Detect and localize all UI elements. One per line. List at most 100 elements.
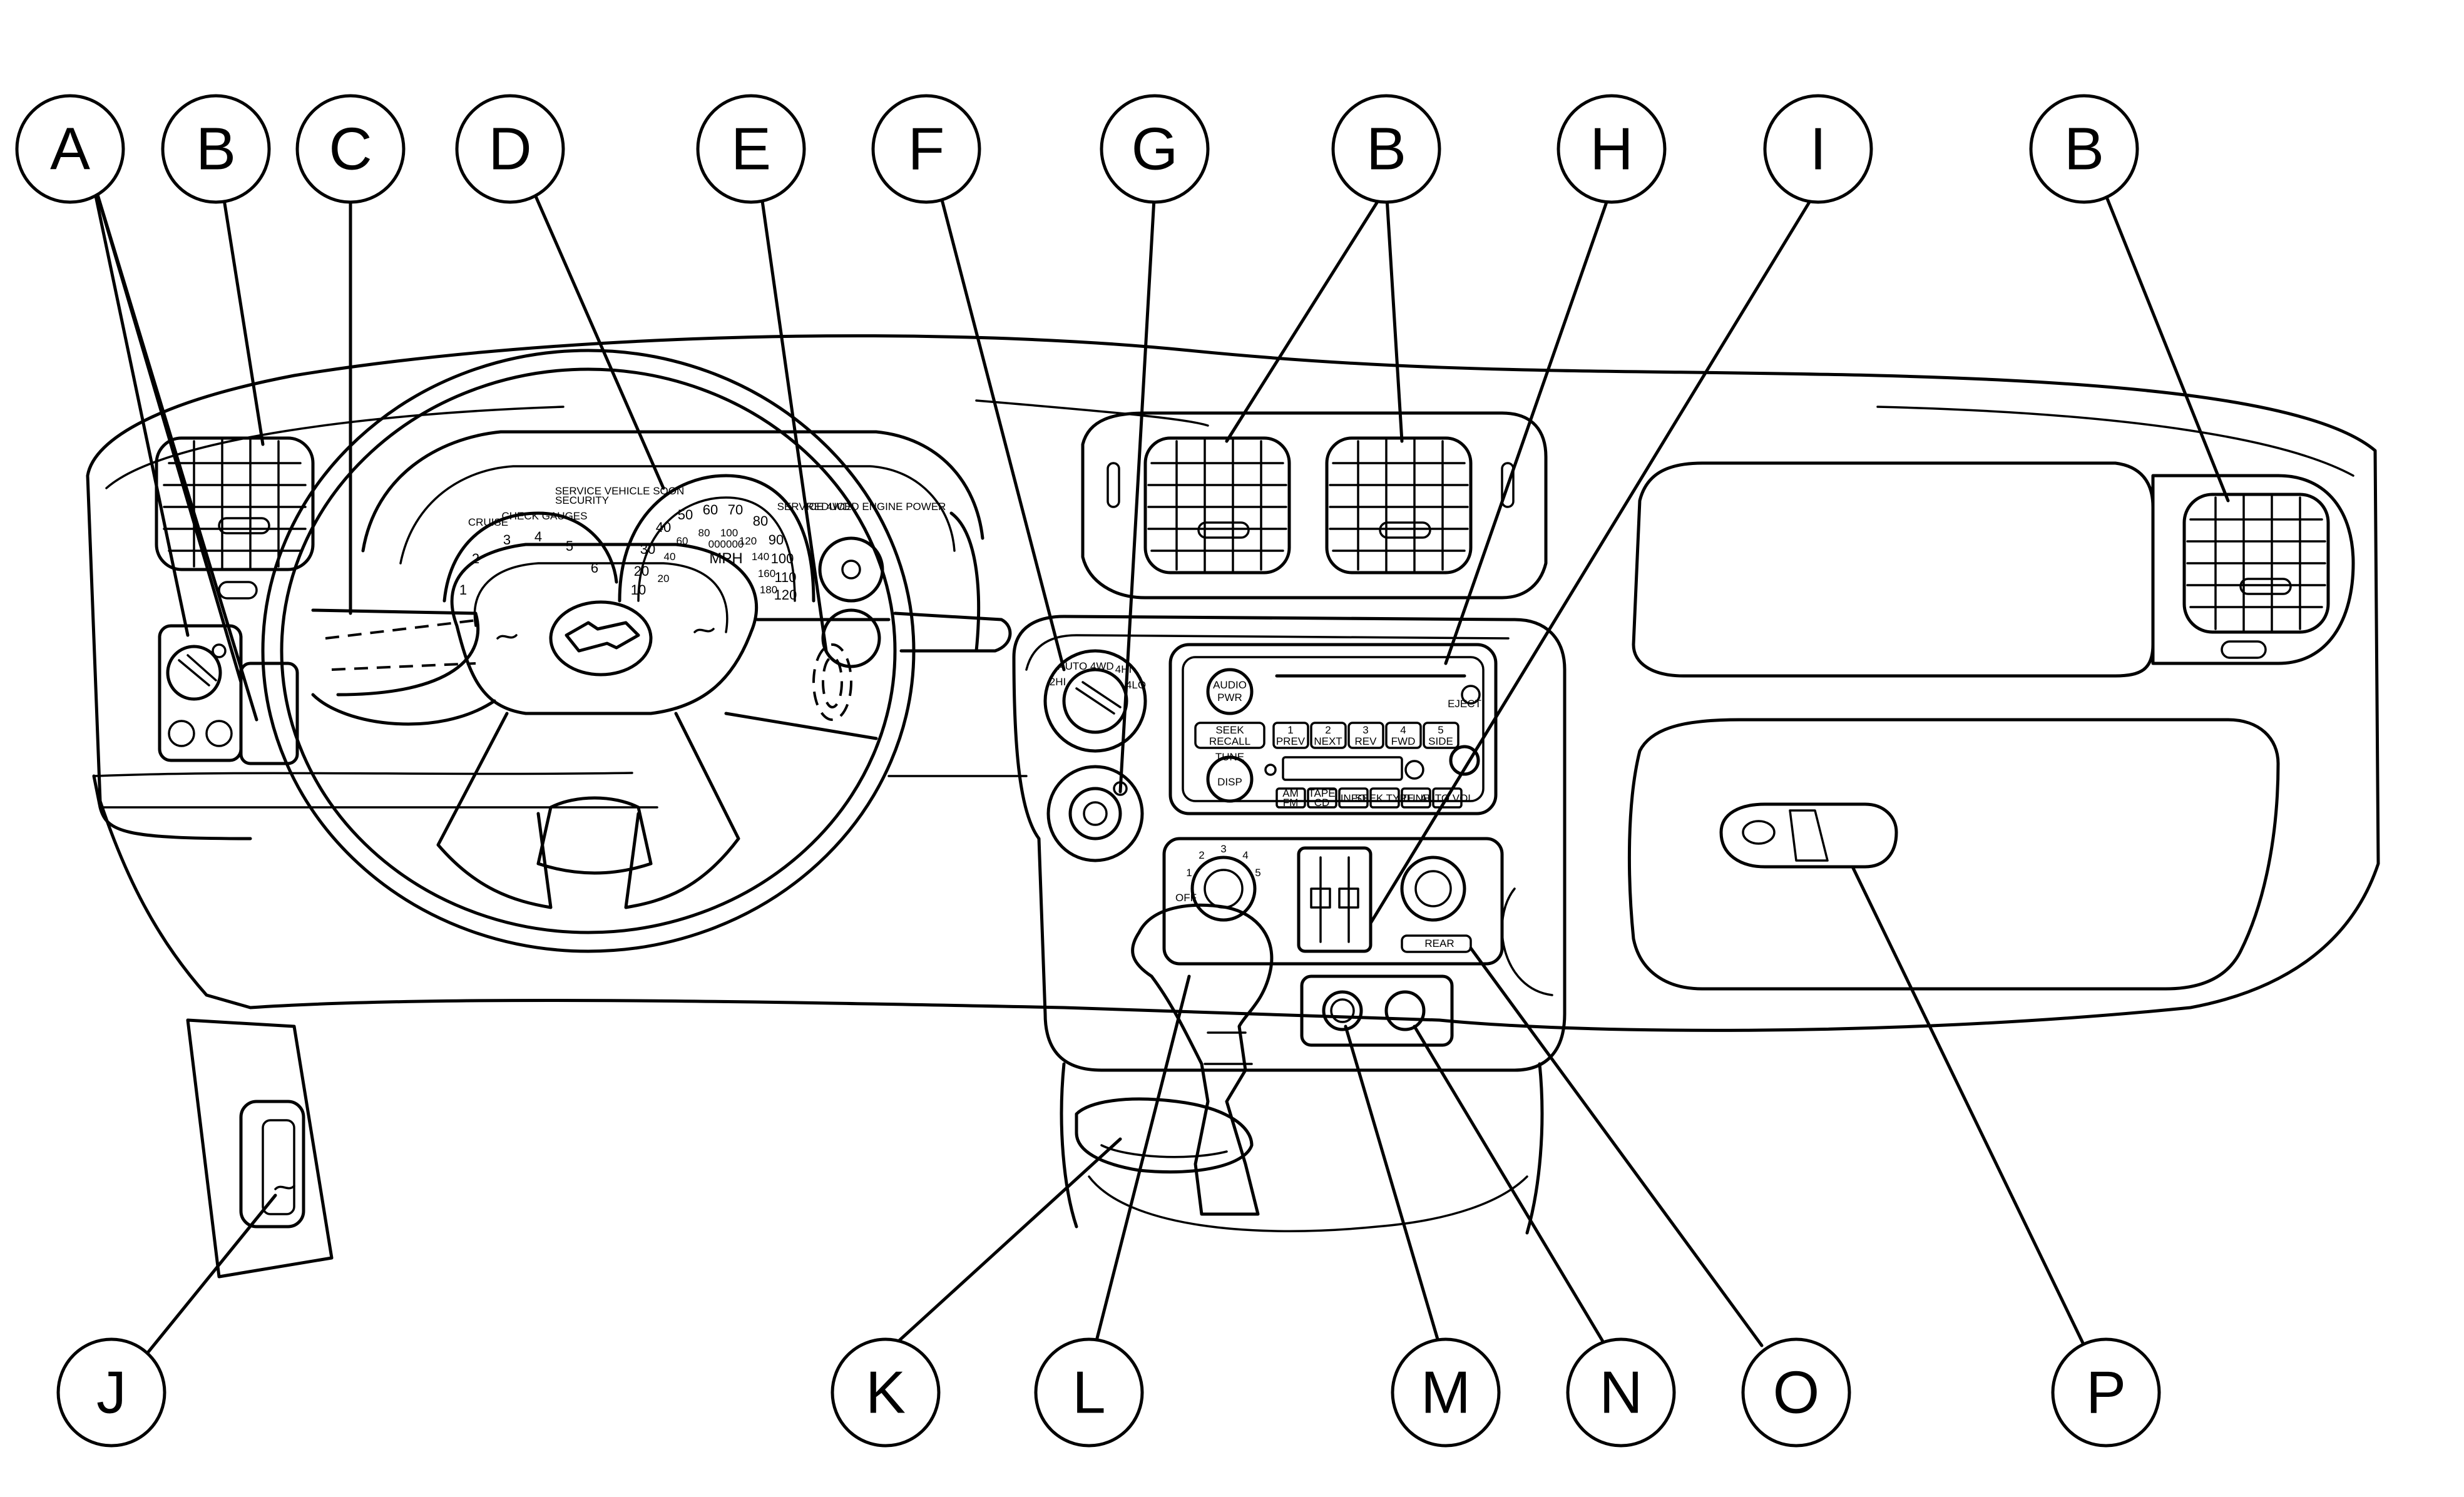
transfer-case-switch: 2HI AUTO 4WD 4HI 4LO (1043, 649, 1147, 753)
leader-n (1413, 1024, 1607, 1347)
callout-f-letter: F (908, 116, 945, 183)
leader-b-right (2101, 186, 2230, 503)
leader-g (1118, 186, 1157, 794)
leader-h (1444, 186, 1613, 665)
speed-inner-tick-120: 120 (739, 535, 757, 547)
callout-h: H (1557, 94, 1667, 204)
callout-f: F (871, 94, 981, 204)
callout-n: N (1566, 1337, 1676, 1448)
leader-i (1369, 186, 1820, 925)
preset-1-sub: PREV (1276, 735, 1306, 747)
radio-unit: AUDIO PWR EJECT SEEK RECALL 1 PREV 2 NEX… (1168, 643, 1498, 815)
radio-audio-label: AUDIO (1213, 679, 1247, 691)
passenger-display-panel (1632, 461, 2155, 678)
callout-j: J (56, 1337, 166, 1448)
callout-g: G (1100, 94, 1210, 204)
callout-l-letter: L (1072, 1359, 1105, 1426)
speed-inner-tick-140: 140 (752, 551, 769, 563)
callout-a-letter: A (50, 116, 90, 183)
callout-b-center: B (1331, 94, 1441, 204)
callout-c: C (295, 94, 406, 204)
leader-a-1 (89, 170, 190, 637)
speed-tick-70: 70 (728, 502, 743, 518)
leader-m (1344, 1024, 1441, 1347)
headlamp-switch-panel (158, 624, 299, 765)
callout-m-letter: M (1421, 1359, 1471, 1426)
radio-tune-label: TUNE (1215, 751, 1244, 763)
fan-off-label: OFF (1175, 892, 1197, 904)
center-console (1012, 615, 1567, 1235)
tach-tick-3: 3 (503, 532, 511, 548)
callout-k-letter: K (866, 1359, 906, 1426)
callout-p: P (2051, 1337, 2161, 1448)
transfer-4lo-label: 4LO (1126, 679, 1146, 691)
speed-tick-60: 60 (703, 502, 718, 518)
callout-o-letter: O (1773, 1359, 1820, 1426)
speed-unit-label: MPH (709, 550, 742, 567)
callout-b-left: B (161, 94, 271, 204)
center-right-air-vent (1325, 436, 1473, 575)
radio-info-label: INFO (1341, 792, 1366, 804)
callout-k: K (831, 1337, 941, 1448)
ignition-switch (1046, 765, 1144, 862)
radio-disp-label: DISP (1217, 776, 1242, 788)
preset-2-label: 2 (1325, 724, 1331, 736)
callout-b-center-letter: B (1366, 116, 1406, 183)
speed-inner-tick-20: 20 (658, 573, 670, 585)
leader-a-3 (89, 170, 258, 722)
radio-tape-label: TAPE (1308, 787, 1335, 799)
radio-seek-label: SEEK (1215, 724, 1244, 736)
callout-n-letter: N (1599, 1359, 1642, 1426)
speed-tick-50: 50 (678, 507, 693, 523)
speed-tick-120: 120 (774, 587, 797, 603)
speed-inner-tick-100: 100 (720, 527, 738, 539)
center-left-air-vent (1143, 436, 1291, 575)
rear-defog-label: REAR (1424, 938, 1454, 949)
callout-e: E (696, 94, 806, 204)
callouts: A B C D E F G B H I B J K L M N O P (15, 94, 2161, 1448)
fan-tick-4: 4 (1242, 849, 1248, 861)
speed-tick-90: 90 (769, 532, 784, 548)
speed-tick-30: 30 (640, 541, 655, 557)
check-gauges-indicator-label: CHECK GAUGES (502, 510, 588, 522)
leader-f (937, 186, 1066, 672)
steering-wheel (261, 349, 916, 953)
leader-l (1093, 974, 1191, 1347)
reduced-engine-power-label: REDUCED ENGINE POWER (807, 501, 946, 513)
speed-tick-20: 20 (634, 563, 649, 579)
callout-i: I (1763, 94, 1873, 204)
leader-k (871, 1137, 1122, 1366)
radio-eject-label: EJECT (1448, 698, 1481, 710)
speed-inner-tick-60: 60 (677, 535, 688, 547)
tach-tick-6: 6 (591, 560, 598, 576)
radio-am-label: AM (1282, 787, 1299, 799)
radio-preset-buttons: 1 PREV 2 NEXT 3 REV 4 FWD 5 SIDE (1272, 722, 1459, 749)
callout-i-letter: I (1810, 116, 1827, 183)
callout-e-letter: E (731, 116, 771, 183)
transfer-4hi-label: 4HI (1115, 663, 1132, 675)
leader-b-left (220, 186, 265, 446)
fan-tick-2: 2 (1199, 849, 1204, 861)
preset-3-label: 3 (1362, 724, 1368, 736)
speed-inner-tick-160: 160 (758, 568, 775, 580)
leader-e (759, 186, 828, 653)
fan-ticks: 1 2 3 4 5 OFF (1175, 843, 1261, 904)
preset-5-label: 5 (1438, 724, 1443, 736)
hood-release-panel (186, 1018, 334, 1279)
preset-3-sub: REV (1355, 735, 1378, 747)
service-vehicle-soon-label: SERVICE VEHICLE SOON (555, 485, 685, 497)
preset-2-sub: NEXT (1314, 735, 1342, 747)
preset-1-label: 1 (1287, 724, 1293, 736)
transfer-2wd-label: 2HI (1050, 676, 1066, 688)
tach-tick-4: 4 (534, 529, 542, 544)
speed-inner-tick-40: 40 (664, 551, 676, 563)
speed-tick-100: 100 (771, 551, 794, 566)
callout-h-letter: H (1590, 116, 1633, 183)
cruise-indicator-label: CRUISE (468, 516, 508, 528)
radio-fm-label: FM (1283, 797, 1299, 809)
radio-tuner-label: TUNE (1401, 792, 1430, 804)
speed-tick-80: 80 (753, 513, 768, 529)
fan-tick-3: 3 (1220, 843, 1226, 855)
callout-o: O (1741, 1337, 1851, 1448)
